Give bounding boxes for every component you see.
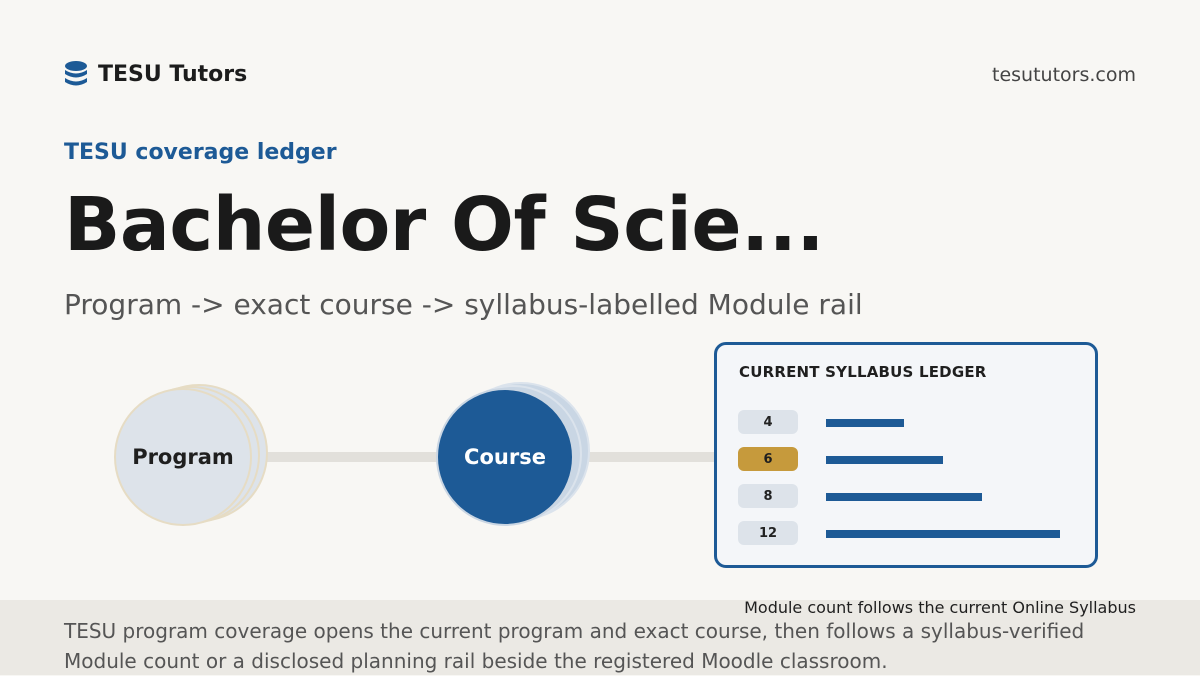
module-count-chip-active: 6 — [738, 447, 798, 471]
course-node-label: Course — [436, 388, 574, 526]
page-title: Bachelor Of Scie... — [64, 182, 824, 268]
program-node-label: Program — [114, 388, 252, 526]
module-count-bar — [826, 456, 943, 464]
footer-band: TESU program coverage opens the current … — [0, 600, 1200, 675]
program-node: Program — [114, 384, 268, 526]
syllabus-ledger-card: CURRENT SYLLABUS LEDGER 4 6 8 12 — [714, 342, 1098, 568]
ledger-row: 4 — [738, 410, 1078, 436]
ledger-row: 8 — [738, 484, 1078, 510]
module-count-bar — [826, 530, 1060, 538]
ledger-title: CURRENT SYLLABUS LEDGER — [739, 363, 987, 381]
ledger-row: 6 — [738, 447, 1078, 473]
program-flow: Program Course — [0, 340, 1200, 580]
module-count-chip: 8 — [738, 484, 798, 508]
database-stack-icon — [65, 61, 87, 86]
eyebrow-label: TESU coverage ledger — [64, 140, 337, 165]
ledger-row: 12 — [738, 521, 1078, 547]
site-url[interactable]: tesututors.com — [992, 64, 1136, 86]
brand: TESU Tutors — [64, 60, 247, 88]
module-count-chip: 4 — [738, 410, 798, 434]
module-count-bar — [826, 493, 982, 501]
page-subtitle: Program -> exact course -> syllabus-labe… — [64, 288, 863, 321]
ledger-caption: Module count follows the current Online … — [744, 598, 1136, 617]
brand-name: TESU Tutors — [98, 61, 248, 87]
module-count-chip: 12 — [738, 521, 798, 545]
footer-description: TESU program coverage opens the current … — [64, 619, 1085, 673]
course-node: Course — [436, 382, 590, 526]
module-count-bar — [826, 419, 904, 427]
